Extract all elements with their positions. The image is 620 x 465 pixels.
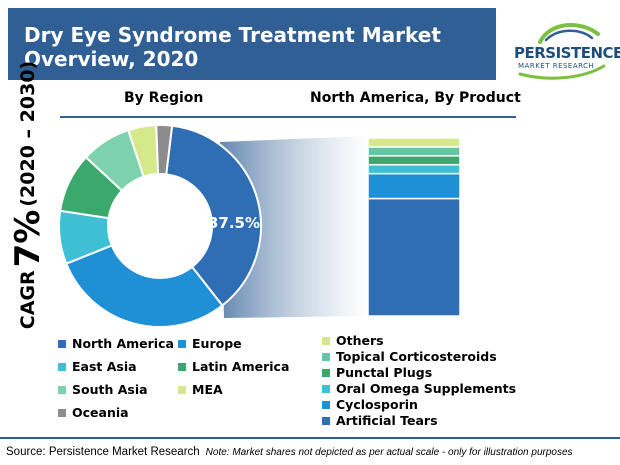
legend-item-artificial-tears: Artificial Tears	[322, 413, 438, 428]
source-text: Source: Persistence Market Research	[6, 446, 200, 458]
legend-item-others: Others	[322, 333, 384, 348]
bar-segment-punctal-plugs	[367, 155, 461, 166]
region-chart-title: By Region	[124, 90, 204, 106]
legend-label: East Asia	[72, 359, 137, 374]
legend-item-latin-america: Latin America	[178, 359, 289, 374]
company-logo: PERSISTENCE MARKET RESEARCH	[500, 16, 620, 80]
legend-swatch	[178, 362, 186, 371]
donut-slice-north-america	[165, 124, 262, 307]
legend-label: Cyclosporin	[336, 397, 418, 412]
legend-label: Oceania	[72, 405, 129, 420]
legend-label: Punctal Plugs	[336, 365, 433, 380]
legend-item-punctal-plugs: Punctal Plugs	[322, 365, 432, 380]
title-banner: Dry Eye Syndrome Treatment Market Overvi…	[8, 8, 496, 80]
bar-segment-topical-corticosteroids	[367, 146, 461, 157]
legend-item-east-asia: East Asia	[58, 359, 137, 374]
source-footer: Source: Persistence Market Research Note…	[0, 437, 620, 465]
product-stacked-bar	[367, 137, 461, 317]
legend-label: Europe	[192, 336, 242, 351]
legend-item-north-america: North America	[58, 336, 174, 351]
legend-swatch	[322, 400, 330, 409]
donut-slice-oceania	[155, 123, 174, 176]
legend-swatch	[178, 339, 186, 348]
region-donut-chart	[58, 123, 262, 328]
legend-item-oral-omega-supplements: Oral Omega Supplements	[322, 381, 516, 396]
logo-swoosh-icon	[518, 22, 606, 80]
disclaimer-note: Note: Market shares not depicted as per …	[205, 446, 573, 458]
legend-swatch	[58, 408, 66, 417]
legend-label: South Asia	[72, 382, 148, 397]
legend-swatch	[322, 352, 330, 361]
legend-label: Artificial Tears	[336, 413, 438, 428]
bar-segment-artificial-tears	[367, 197, 461, 317]
legend-swatch	[322, 416, 330, 425]
legend-label: Others	[336, 333, 384, 348]
legend-item-oceania: Oceania	[58, 405, 129, 420]
legend-swatch	[58, 339, 66, 348]
product-title-underline	[296, 116, 516, 118]
legend-label: Topical Corticosteroids	[336, 349, 497, 364]
legend-label: Oral Omega Supplements	[336, 381, 517, 396]
legend-swatch	[322, 368, 330, 377]
donut-slice-europe	[65, 244, 224, 328]
bar-segment-others	[367, 137, 461, 148]
title-line-2: Overview, 2020	[24, 47, 199, 71]
legend-item-mea: MEA	[178, 382, 223, 397]
product-chart-title: North America, By Product	[310, 90, 521, 106]
legend-item-south-asia: South Asia	[58, 382, 148, 397]
region-title-underline	[60, 116, 302, 118]
legend-item-cyclosporin: Cyclosporin	[322, 397, 418, 412]
legend-swatch	[178, 385, 186, 394]
donut-data-label: 37.5%	[208, 214, 260, 232]
legend-label: MEA	[192, 382, 223, 397]
legend-swatch	[322, 384, 330, 393]
legend-swatch	[322, 336, 330, 345]
legend-swatch	[58, 362, 66, 371]
page-title: Dry Eye Syndrome Treatment Market Overvi…	[24, 23, 441, 71]
legend-label: Latin America	[192, 359, 290, 374]
legend-swatch	[58, 385, 66, 394]
logo-tagline: MARKET RESEARCH	[518, 62, 595, 70]
bar-segment-oral-omega-supplements	[367, 163, 461, 175]
legend-label: North America	[72, 336, 174, 351]
legend-item-europe: Europe	[178, 336, 242, 351]
zoom-beam	[220, 136, 368, 318]
bar-segment-cyclosporin	[367, 172, 461, 200]
logo-wordmark: PERSISTENCE	[514, 44, 620, 62]
title-line-1: Dry Eye Syndrome Treatment Market	[24, 23, 441, 47]
legend-item-topical-corticosteroids: Topical Corticosteroids	[322, 349, 497, 364]
